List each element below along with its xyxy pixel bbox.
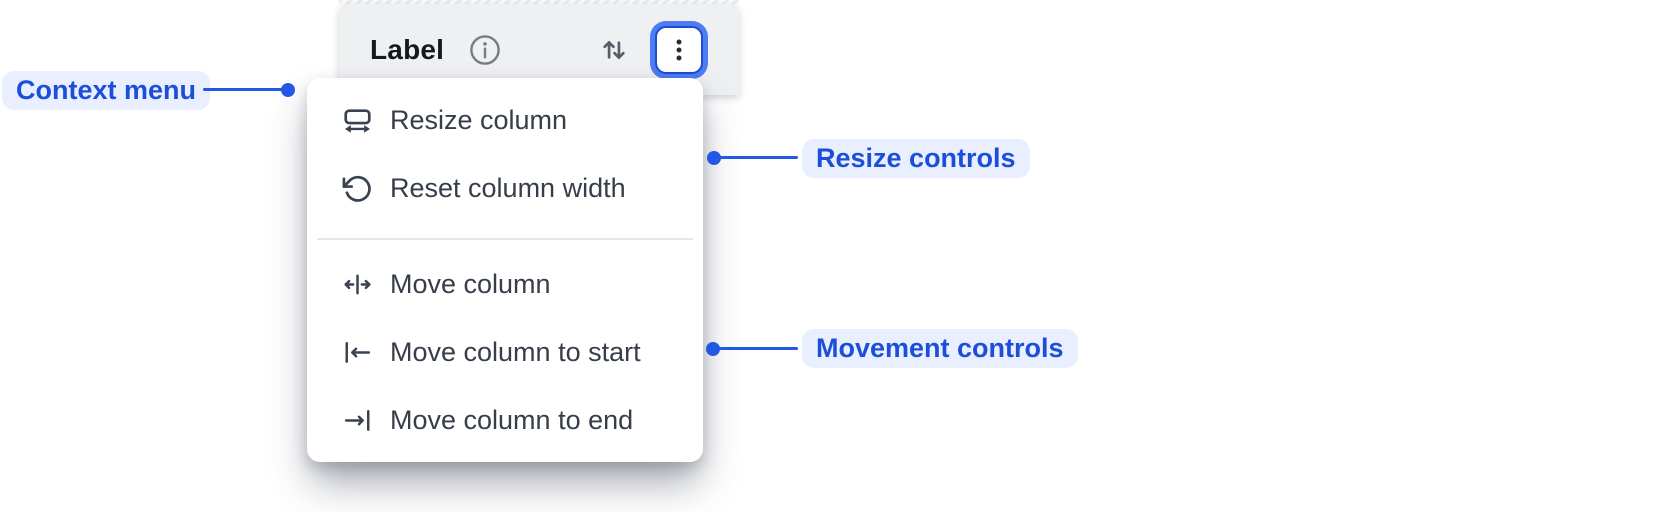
menu-item-label: Move column xyxy=(390,268,551,299)
cropped-content-stripes xyxy=(339,0,739,5)
move-column-icon xyxy=(342,269,373,300)
column-header-label: Label xyxy=(370,33,445,65)
menu-item-label: Move column to end xyxy=(390,404,634,435)
menu-item-label: Reset column width xyxy=(390,172,626,203)
menu-item-move-column[interactable]: Move column xyxy=(307,250,703,318)
menu-item-reset-column-width[interactable]: Reset column width xyxy=(307,154,703,222)
column-menu-button[interactable] xyxy=(655,25,703,74)
menu-item-move-column-to-start[interactable]: Move column to start xyxy=(307,318,703,386)
annotation-connector-dot xyxy=(281,83,295,97)
annotation-connector-line xyxy=(203,88,283,91)
move-column-to-end-icon xyxy=(342,405,373,436)
menu-divider xyxy=(317,238,693,240)
kebab-menu-icon xyxy=(664,35,694,65)
reset-column-width-icon xyxy=(342,173,373,204)
context-menu: Resize column Reset column width xyxy=(307,78,703,462)
annotation-movement-controls: Movement controls xyxy=(802,329,1078,368)
annotation-connector-line xyxy=(713,347,798,350)
annotation-connector-line xyxy=(714,156,798,159)
sort-arrows-icon[interactable] xyxy=(598,34,630,66)
resize-column-icon xyxy=(342,105,373,136)
annotation-context-menu: Context menu xyxy=(2,71,211,110)
menu-item-label: Resize column xyxy=(390,104,568,135)
menu-item-resize-column[interactable]: Resize column xyxy=(307,86,703,154)
menu-item-move-column-to-end[interactable]: Move column to end xyxy=(307,386,703,454)
info-icon[interactable] xyxy=(468,33,502,67)
annotation-resize-controls: Resize controls xyxy=(802,139,1030,178)
move-column-to-start-icon xyxy=(342,337,373,368)
menu-item-label: Move column to start xyxy=(390,336,641,367)
